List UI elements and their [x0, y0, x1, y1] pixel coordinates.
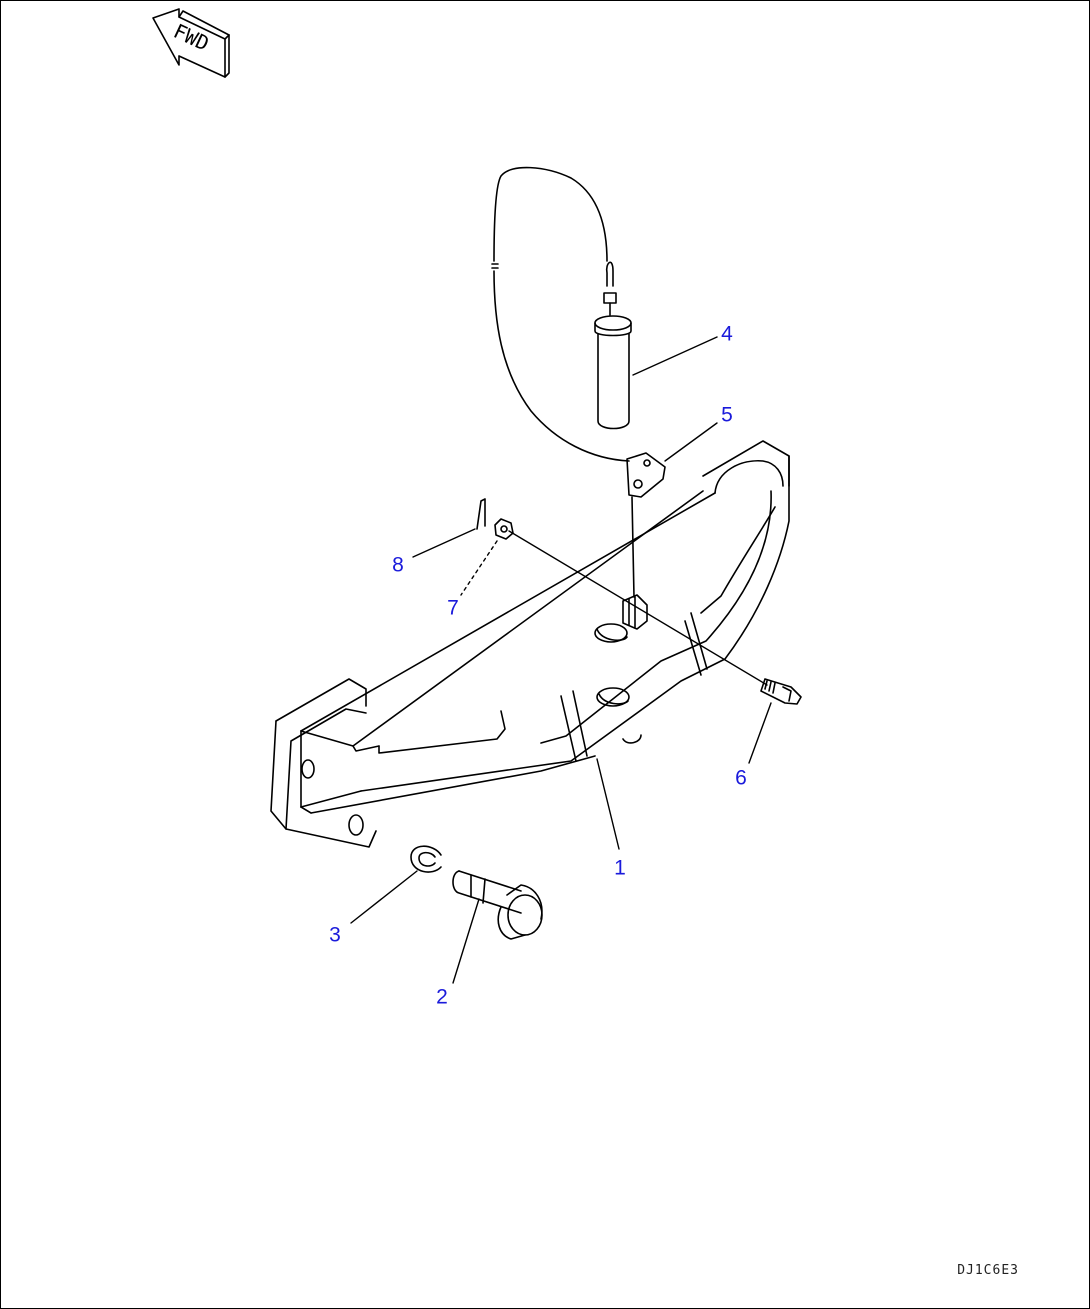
callout-7[interactable]: 7 — [447, 596, 459, 620]
assembly-line-nut-bolt — [508, 530, 768, 686]
leader-lines — [350, 336, 772, 984]
chain-bracket-part — [626, 452, 666, 598]
lock-pin-part — [594, 261, 632, 430]
callout-8[interactable]: 8 — [392, 553, 404, 577]
hitch-bracket-part — [270, 440, 790, 848]
callout-6[interactable]: 6 — [735, 766, 747, 790]
leader-3 — [350, 870, 418, 924]
callout-5[interactable]: 5 — [721, 403, 733, 427]
leader-8 — [412, 528, 476, 558]
fwd-label: FWD — [170, 19, 213, 56]
retaining-chain — [491, 166, 630, 462]
callout-4[interactable]: 4 — [721, 322, 733, 346]
callout-3[interactable]: 3 — [329, 923, 341, 947]
leader-7 — [460, 540, 498, 596]
nut-part — [494, 518, 514, 540]
cotter-pin-part — [476, 498, 486, 530]
leader-5 — [664, 422, 718, 462]
leader-4 — [632, 336, 718, 376]
drawing-id-label: DJ1C6E3 — [957, 1263, 1019, 1278]
fwd-arrow-icon: FWD — [152, 8, 230, 78]
leader-2 — [452, 898, 480, 984]
callout-1[interactable]: 1 — [614, 856, 626, 880]
leader-6 — [748, 702, 772, 764]
leader-1 — [596, 758, 620, 850]
pin-part — [452, 870, 543, 940]
snap-ring-part — [410, 845, 442, 873]
bolt-small-part — [760, 678, 802, 705]
callout-2[interactable]: 2 — [436, 985, 448, 1009]
